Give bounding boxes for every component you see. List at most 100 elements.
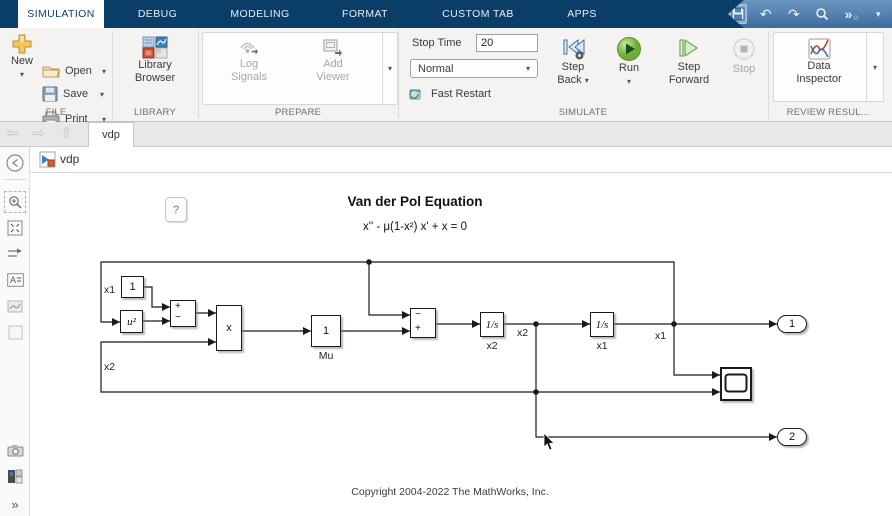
document-tab-vdp[interactable]: vdp	[88, 122, 134, 147]
fast-restart-label: Fast Restart	[431, 88, 491, 100]
color-squares-icon	[8, 469, 23, 483]
model-icon	[39, 151, 56, 168]
more-actions-button[interactable]: »☆	[841, 4, 864, 24]
image-icon	[7, 300, 23, 312]
zoom-tool-button[interactable]	[4, 191, 26, 213]
library-browser-button[interactable]: Library Browser	[120, 36, 190, 85]
save-label: Save	[63, 88, 89, 100]
integrator-x2-block[interactable]: 1/s	[480, 312, 504, 337]
redo-icon: ↷	[788, 5, 800, 22]
fit-to-view-button[interactable]	[4, 217, 26, 239]
signal-routing-button[interactable]	[4, 243, 26, 265]
data-inspector-icon	[808, 38, 830, 60]
redo-button[interactable]: ↷	[784, 4, 803, 24]
save-button[interactable]: Save ▾	[42, 84, 104, 104]
search-button[interactable]	[812, 4, 831, 24]
quick-save-button[interactable]	[728, 4, 748, 24]
tab-format[interactable]: FORMAT	[342, 8, 388, 20]
signal-label-x1-right: x1	[655, 330, 667, 342]
chevron-down-icon: ▾	[584, 76, 589, 85]
gain-mu-label: Mu	[318, 350, 334, 362]
step-forward-label2: Forward	[668, 74, 710, 86]
breadcrumb-model-name[interactable]: vdp	[60, 152, 80, 166]
more-icon: »	[844, 6, 853, 22]
integrator-x1-label: x1	[596, 340, 608, 352]
library-browser-label2: Browser	[134, 72, 176, 84]
tab-apps[interactable]: APPS	[567, 8, 597, 20]
product-block[interactable]: x	[216, 305, 242, 351]
file-section-label: FILE	[45, 107, 67, 118]
model-canvas[interactable]: ? Van der Pol Equation x'' - μ(1-x²) x' …	[30, 173, 892, 516]
scope-block[interactable]	[720, 367, 752, 401]
stop-button[interactable]: Stop	[722, 38, 766, 76]
document-tab-strip: ⇦ ⇨ ⇧ vdp	[0, 122, 892, 147]
outport1-block[interactable]: 1	[777, 315, 807, 333]
step-back-icon	[563, 38, 584, 60]
step-back-button[interactable]: Step Back ▾	[550, 36, 596, 87]
nav-back-icon[interactable]: ⇦	[6, 125, 19, 142]
fast-restart-checkbox[interactable]: Fast Restart	[409, 84, 491, 104]
integrator-x1-block[interactable]: 1/s	[590, 312, 614, 337]
expand-palette-button[interactable]: »	[4, 493, 26, 515]
sum2-block[interactable]: − +	[410, 308, 436, 338]
help-block[interactable]: ?	[165, 197, 187, 222]
signal-label-x2-mid: x2	[517, 327, 529, 339]
nav-up-icon[interactable]: ⇧	[60, 125, 73, 142]
prepare-gallery-dropdown[interactable]: ▾	[382, 33, 397, 104]
library-browser-icon	[142, 36, 168, 59]
step-back-label2: Back	[557, 74, 582, 86]
data-inspector-label: Data	[807, 60, 831, 72]
fit-view-icon	[7, 220, 23, 236]
chevron-down-icon: ▾	[102, 114, 107, 124]
data-inspector-label2: Inspector	[796, 73, 842, 85]
palette-toolbar: A »	[0, 147, 30, 516]
area-box-button[interactable]	[4, 321, 26, 343]
gain-mu-block[interactable]: 1	[311, 315, 341, 347]
log-signals-icon	[240, 42, 258, 55]
tab-modeling[interactable]: MODELING	[230, 8, 290, 20]
add-viewer-icon	[323, 39, 342, 57]
minus-sign: −	[175, 312, 181, 323]
review-gallery-dropdown[interactable]: ▾	[866, 33, 883, 101]
library-browser-label: Library	[138, 59, 172, 71]
constant-block[interactable]: 1	[121, 276, 144, 298]
log-signals-button[interactable]: Log Signals	[218, 38, 280, 84]
image-button[interactable]	[4, 295, 26, 317]
hide-browser-button[interactable]	[4, 152, 26, 174]
open-button[interactable]: Open ▾	[42, 61, 106, 81]
run-button[interactable]: Run ▾	[606, 36, 652, 88]
chevron-down-icon: ▾	[100, 89, 105, 99]
add-viewer-label2: Viewer	[316, 71, 350, 83]
annotation-icon: A	[6, 273, 24, 287]
camera-icon	[7, 444, 23, 456]
tab-debug[interactable]: DEBUG	[137, 8, 178, 20]
tab-custom-tab[interactable]: CUSTOM TAB	[442, 8, 514, 20]
undo-button[interactable]: ↶	[756, 4, 775, 24]
sum1-block[interactable]: + −	[170, 300, 196, 327]
screenshot-button[interactable]	[4, 439, 26, 461]
new-label: New	[10, 55, 33, 67]
fast-restart-icon	[409, 88, 421, 99]
open-folder-icon	[42, 66, 60, 78]
style-palette-button[interactable]	[4, 465, 26, 487]
square-function-block[interactable]: u²	[120, 310, 143, 333]
tab-simulation[interactable]: SIMULATION	[18, 0, 104, 28]
add-viewer-button[interactable]: Add Viewer	[302, 38, 364, 84]
undo-icon: ↶	[759, 5, 772, 22]
outport2-block[interactable]: 2	[777, 428, 807, 446]
annotation-button[interactable]: A	[4, 269, 26, 291]
diagram-title: Van der Pol Equation	[347, 194, 483, 209]
step-forward-label: Step	[677, 61, 701, 73]
quick-access-toolbar: ↶ ↷ »☆ ▾	[728, 0, 892, 28]
stop-time-label: Stop Time	[412, 37, 462, 49]
arrowheads	[112, 303, 777, 441]
stop-time-input[interactable]	[476, 34, 538, 52]
zoom-in-icon	[8, 195, 22, 209]
quick-access-dropdown[interactable]: ▾	[873, 4, 884, 24]
nav-forward-icon[interactable]: ⇨	[32, 125, 45, 142]
simulation-mode-select[interactable]: Normal ▾	[410, 59, 538, 78]
data-inspector-button[interactable]: Data Inspector	[785, 38, 853, 86]
star-icon: ☆	[852, 12, 860, 22]
new-button[interactable]: New ▾	[2, 33, 42, 81]
step-forward-button[interactable]: Step Forward	[664, 36, 714, 87]
